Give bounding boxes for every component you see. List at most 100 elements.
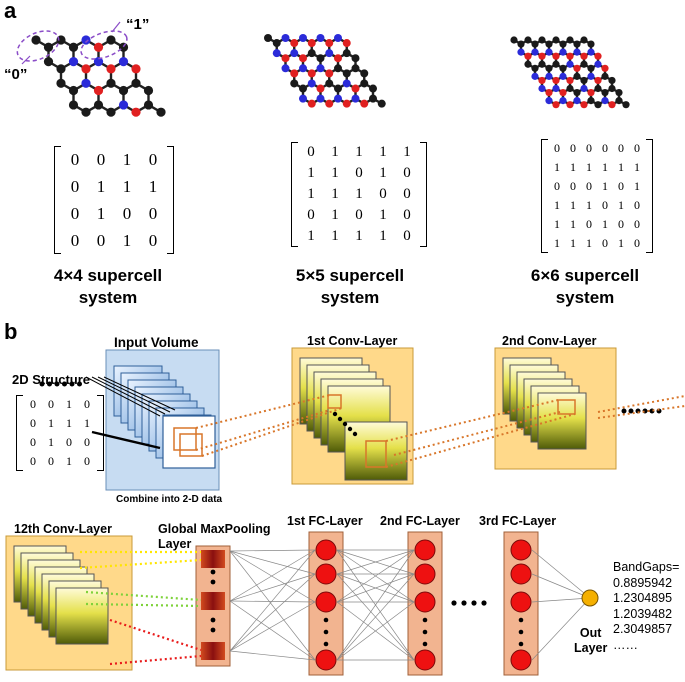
lattice-atom: [81, 78, 91, 88]
matrix-cell: 1: [554, 198, 560, 212]
lattice-atom: [81, 107, 91, 117]
lattice-atom: [552, 60, 560, 68]
matrix-cell: 1: [331, 186, 339, 202]
neuron: [414, 539, 436, 561]
matrix-cell: 1: [355, 228, 363, 244]
lattice-atom: [93, 42, 104, 52]
lattice-atom: [559, 97, 567, 105]
lattice-atom: [342, 49, 351, 58]
lattice-atom: [531, 64, 539, 72]
panel-a-letter: a: [4, 0, 17, 23]
matrix-cell: 1: [331, 228, 339, 244]
kernel-window: [173, 427, 197, 451]
neuron: [414, 591, 436, 613]
lattice-atom: [524, 36, 532, 44]
matrix-cell: 0: [618, 141, 624, 155]
lattice-atom: [118, 100, 129, 110]
conv1-dot: [332, 411, 338, 417]
lattice-atom: [587, 64, 595, 72]
pool-connection: [109, 654, 202, 666]
lattice-atom: [608, 84, 616, 93]
lattice-atom: [538, 84, 546, 93]
lattice-atom: [307, 99, 316, 108]
lattice-atom: [587, 48, 595, 56]
lattice-atom: [566, 36, 574, 44]
matrix-cell: 1: [602, 160, 608, 174]
matrix-bracket-left: [541, 139, 548, 253]
neuron: [510, 563, 532, 585]
fc-connection: [229, 549, 316, 552]
input-front-slice: [162, 415, 216, 469]
neuron: [315, 563, 337, 585]
matrix-cell: 0: [48, 454, 54, 468]
lattice-atom: [334, 64, 342, 73]
matrix-cell: 0: [554, 179, 560, 193]
conv2-dot: [628, 408, 634, 414]
fc1-label: 1st FC-Layer: [287, 514, 363, 528]
matrix-cell: 0: [379, 186, 387, 202]
lattice-atom: [538, 52, 546, 60]
lattice-atom: [316, 34, 325, 42]
matrix-cell: 1: [307, 165, 315, 181]
lattice-atom: [81, 64, 91, 74]
layer-gap-dot: [471, 600, 477, 606]
lattice-atom: [559, 72, 567, 80]
lattice-atom: [290, 69, 299, 78]
lattice-atom: [559, 40, 567, 48]
fc3-label: 3rd FC-Layer: [479, 514, 557, 528]
matrix-bracket-left: [291, 142, 298, 247]
fc-connection: [229, 600, 316, 661]
lattice-atom: [377, 99, 386, 108]
lattice-atom: [342, 69, 351, 78]
matrix-cell: 1: [379, 228, 387, 244]
lattice-atom: [622, 101, 630, 109]
structure-arrow-line: [97, 376, 171, 413]
lattice-atom: [281, 54, 290, 63]
lattice-atom: [545, 40, 553, 48]
fc2-label: 2nd FC-Layer: [380, 514, 460, 528]
fc-connection: [336, 549, 415, 603]
highlight-ellipse-one: [80, 30, 128, 60]
lattice-atom: [573, 48, 581, 56]
fc-connection: [229, 550, 316, 661]
lattice-atom: [608, 76, 616, 85]
lattice-atom: [552, 36, 560, 44]
matrix-bracket-right: [167, 146, 174, 254]
neuron-dot: [422, 629, 428, 635]
neuron: [510, 649, 532, 671]
lattice-atom: [566, 101, 574, 109]
pool-connection: [85, 590, 202, 602]
bandgap-value: 0.8895942: [613, 575, 673, 590]
lattice-atom: [342, 79, 351, 88]
pool-dot: [210, 569, 216, 575]
lattice-atom: [43, 42, 54, 52]
bandgaps-title: BandGaps=: [613, 560, 680, 574]
matrix-cell: 0: [634, 198, 640, 212]
matrix-cell: 0: [602, 198, 608, 212]
conv-connection: [195, 394, 331, 429]
lattice-atom: [531, 40, 539, 48]
lattice-atom: [143, 100, 154, 110]
matrix-cell: 0: [148, 150, 158, 169]
matrix-cell: 0: [554, 141, 560, 155]
lattice-atom: [580, 36, 588, 44]
lattice-atom: [316, 64, 325, 73]
bandgap-value: ……: [613, 637, 638, 652]
matrix-bracket-left: [54, 146, 61, 254]
lattice-4x4: [31, 35, 166, 117]
lattice-atom: [517, 48, 525, 56]
conv1-dot: [347, 426, 353, 432]
pool-connection: [109, 618, 202, 652]
fc-connection: [229, 549, 316, 652]
lattice-atom: [106, 64, 116, 74]
output-neuron: [581, 589, 599, 607]
sequence-dot: [47, 381, 52, 387]
